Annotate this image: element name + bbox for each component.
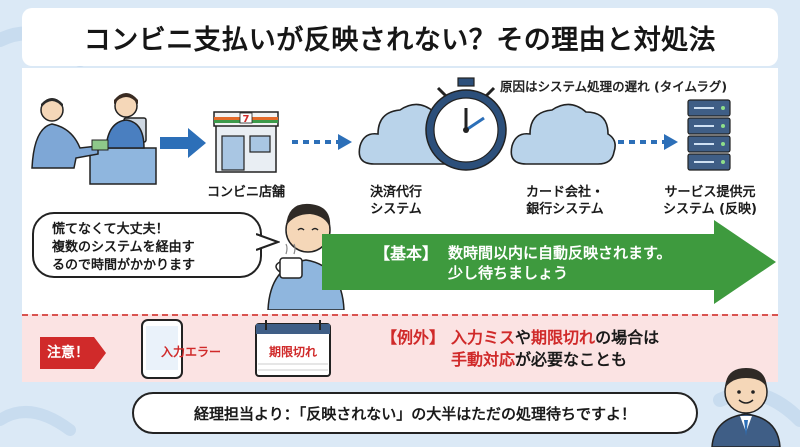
bubble-line: るので時間がかかります xyxy=(52,258,196,273)
exception-tag: 【例外】 xyxy=(381,328,446,347)
convenience-store-icon: 7 xyxy=(213,111,279,173)
expired-label: 期限切れ xyxy=(268,345,317,359)
basic-line: 少し待ちましょう xyxy=(448,264,569,282)
exception-line2: 手動対応が必要なことも xyxy=(451,350,628,369)
dotted-arrow-icon xyxy=(292,134,352,150)
basic-line: 数時間以内に自動反映されます。 xyxy=(448,244,672,262)
exception-line1: 入力ミスや期限切れの場合は xyxy=(451,328,660,347)
dotted-arrow-icon xyxy=(618,134,678,150)
cloud-bank-icon xyxy=(510,103,616,165)
cashier-scene-icon xyxy=(31,93,157,185)
arrow-right-icon xyxy=(160,128,206,158)
phone-icon xyxy=(141,319,183,379)
bubble-line: 複数のシステムを経由す xyxy=(52,240,195,255)
caution-badge-icon xyxy=(40,337,106,369)
label-store: コンビニ店舗 xyxy=(206,185,285,200)
accountant-bubble: 経理担当より：「反映されない」の大半はただの処理待ちですよ！ xyxy=(132,392,698,434)
calendar-icon xyxy=(255,320,331,377)
title-bar: コンビニ支払いが反映されない？その理由と対処法 xyxy=(22,8,778,66)
caution-label: 注意！ xyxy=(47,345,89,361)
stopwatch-icon xyxy=(425,77,507,171)
label-bank: カード会社・銀行システム xyxy=(525,185,604,217)
reassurance-bubble: 慌てなくて大丈夫！ 複数のシステムを経由す るので時間がかかります xyxy=(32,212,262,278)
bubble-tail-icon xyxy=(256,233,280,251)
label-settlement: 決済代行システム xyxy=(369,185,422,217)
basic-tag: 【基本】 xyxy=(374,244,439,263)
server-icon xyxy=(687,99,731,171)
timelag-note: 原因はシステム処理の遅れ (タイムラグ) xyxy=(500,79,728,94)
input-error-label: 入力エラー xyxy=(160,345,221,359)
svg-text:7: 7 xyxy=(243,114,250,125)
green-arrow-banner xyxy=(322,220,776,304)
accountant-message: 経理担当より：「反映されない」の大半はただの処理待ちですよ！ xyxy=(194,404,636,423)
label-service: サービス提供元システム (反映) xyxy=(662,185,758,217)
accountant-avatar-icon xyxy=(711,368,781,447)
basic-message: 【基本】 数時間以内に自動反映されます。 少し待ちましょう xyxy=(374,243,672,283)
bubble-line: 慌てなくて大丈夫！ xyxy=(52,222,169,237)
exception-message: 【例外】 入力ミスや期限切れの場合は 手動対応が必要なことも xyxy=(381,327,659,371)
page-title: コンビニ支払いが反映されない？その理由と対処法 xyxy=(83,24,717,56)
